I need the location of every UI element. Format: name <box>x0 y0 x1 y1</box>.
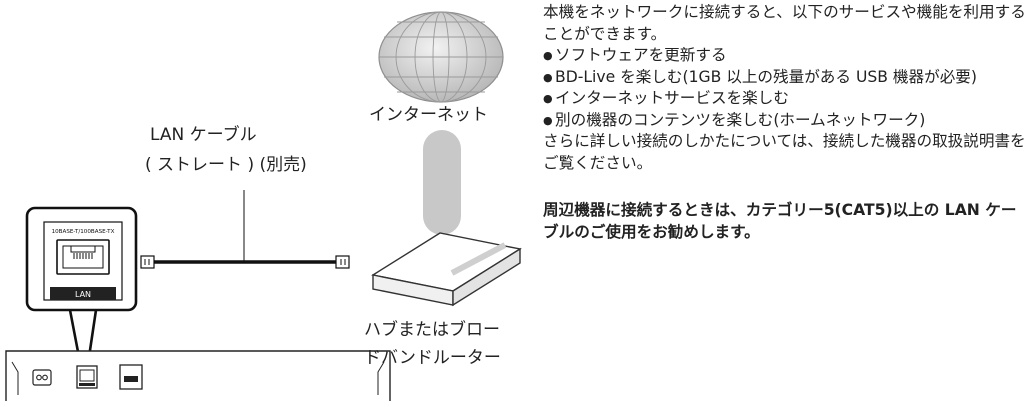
list-item: インターネットサービスを楽しむ <box>543 88 1029 110</box>
list-item: 別の機器のコンテンツを楽しむ(ホームネットワーク) <box>543 110 1029 132</box>
intro-text: 本機をネットワークに接続すると、以下のサービスや機能を利用することができます。 <box>543 3 1026 43</box>
internet-label: インターネット <box>369 105 488 125</box>
router-label-line2: ドバンドルーター <box>364 348 501 368</box>
lan-port-callout: 10BASE-T/100BASE-TX LAN <box>25 206 138 358</box>
list-item: BD-Live を楽しむ(1GB 以上の残量がある USB 機器が必要) <box>543 67 1029 89</box>
router-icon <box>371 232 522 307</box>
internet-connection-bar <box>423 130 461 235</box>
description-panel: 本機をネットワークに接続すると、以下のサービスや機能を利用することができます。 … <box>543 2 1029 243</box>
lan-cable-label-line1: LAN ケーブル <box>150 125 257 145</box>
service-list: ソフトウェアを更新する BD-Live を楽しむ(1GB 以上の残量がある US… <box>543 45 1029 131</box>
cable-plug-left-icon <box>140 255 155 269</box>
hdmi-port-icon <box>119 364 143 390</box>
ac-inlet-icon <box>32 369 52 386</box>
port-name-label: LAN <box>75 290 91 299</box>
lan-port-icon <box>76 365 98 389</box>
cable-recommendation-note: 周辺機器に接続するときは、カテゴリー5(CAT5)以上の LAN ケーブルのご使… <box>543 201 1017 241</box>
list-item: ソフトウェアを更新する <box>543 45 1029 67</box>
followup-text: さらに詳しい接続のしかたについては、接続した機器の取扱説明書をご覧ください。 <box>543 132 1026 172</box>
router-label-line1: ハブまたはブロー <box>364 320 500 340</box>
lan-cable <box>140 190 350 269</box>
cable-plug-right-icon <box>335 255 350 269</box>
lan-cable-label-line2: ( ストレート ) (別売) <box>145 155 307 175</box>
unit-rear-panel <box>5 350 391 401</box>
globe-icon <box>378 11 504 103</box>
connection-diagram: 10BASE-T/100BASE-TX LAN <box>5 11 522 401</box>
port-spec-label: 10BASE-T/100BASE-TX <box>52 229 115 235</box>
ethernet-port-icon <box>56 239 110 275</box>
